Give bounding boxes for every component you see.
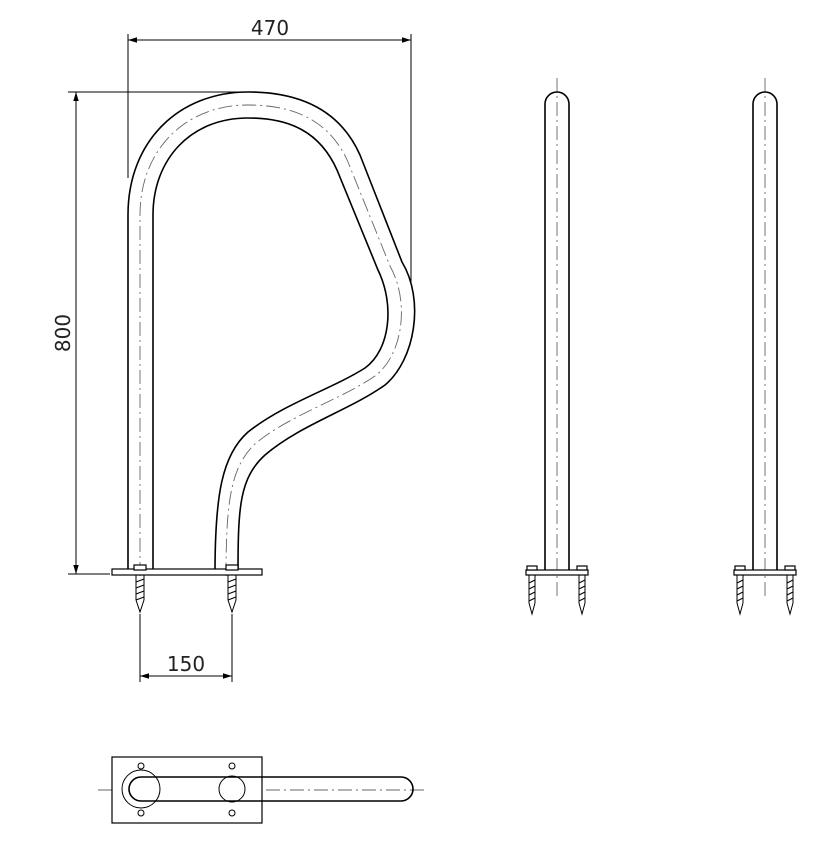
- dimension-label-width: 470: [251, 16, 289, 40]
- nut: [526, 565, 538, 571]
- bolt-hole: [137, 809, 145, 817]
- top-view: [98, 756, 425, 824]
- dimension-label-spacing: 150: [167, 652, 205, 676]
- anchor-screw: [135, 575, 145, 614]
- bolt-hole: [228, 809, 236, 817]
- dimension-height: 800: [51, 91, 250, 575]
- base-plate: [525, 569, 589, 576]
- nut: [734, 565, 746, 571]
- dimension-top-width: 470: [127, 16, 412, 282]
- bolt-hole: [228, 762, 236, 770]
- nut: [225, 564, 239, 571]
- dimension-anchor-spacing: 150: [139, 614, 233, 682]
- anchor-screw: [227, 575, 237, 614]
- handrail-inner-contour: [152, 117, 389, 574]
- handrail-top-outline: [128, 776, 414, 802]
- base-plate: [733, 569, 797, 576]
- anchor-screw: [786, 575, 794, 616]
- side-view-1: [525, 78, 589, 616]
- tube-flange: [218, 775, 246, 803]
- nut: [576, 565, 588, 571]
- nut: [133, 564, 147, 571]
- base-plate: [111, 568, 263, 576]
- nut: [784, 565, 796, 571]
- handrail-outer-contour: [127, 91, 416, 574]
- anchor-screw: [736, 575, 744, 616]
- mounting-plate: [111, 756, 263, 824]
- bolt-hole: [137, 762, 145, 770]
- front-view: [111, 91, 416, 614]
- anchor-screw: [578, 575, 586, 616]
- tube-flange: [121, 769, 161, 809]
- anchor-screw: [528, 575, 536, 616]
- side-view-2: [733, 78, 797, 616]
- handrail-centerline: [139, 104, 402, 577]
- dimension-label-height: 800: [51, 314, 75, 352]
